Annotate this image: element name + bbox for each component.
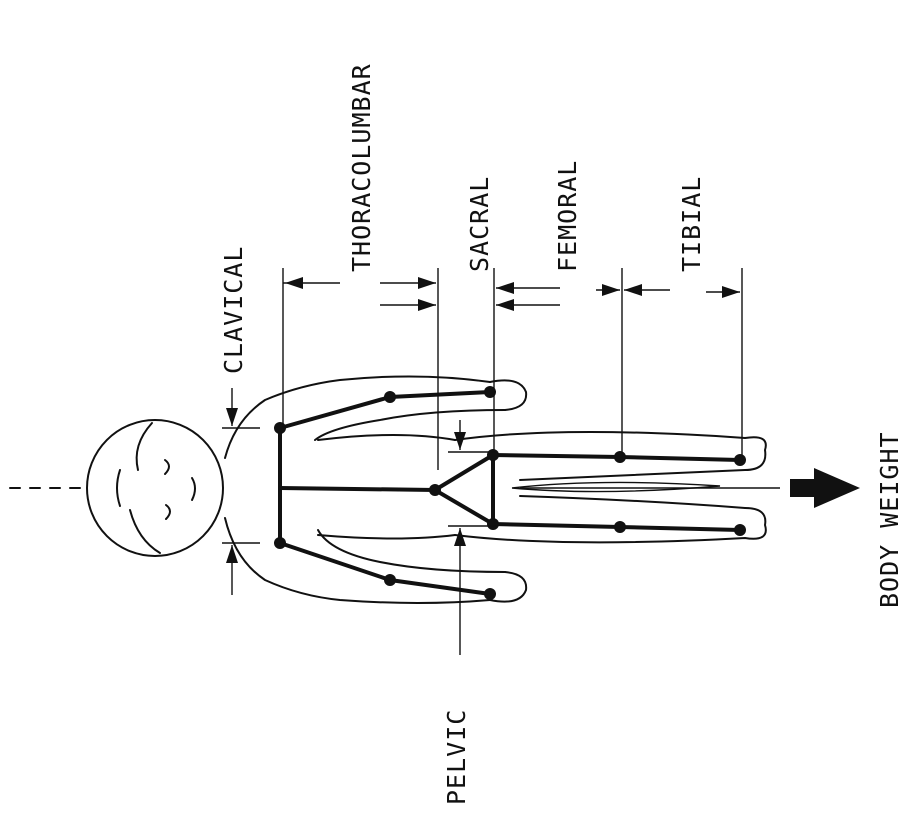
skeleton-links xyxy=(280,392,740,594)
joints xyxy=(274,386,746,600)
forearm-link-top xyxy=(390,392,490,397)
torso-top xyxy=(318,435,455,440)
inner-leg-gap xyxy=(512,482,720,491)
hand-top xyxy=(490,380,526,410)
joint-ankle-bottom xyxy=(734,524,746,536)
torso-bottom xyxy=(318,535,455,539)
joint-elbow-bottom xyxy=(384,574,396,586)
label-sacral: SACRAL xyxy=(465,176,494,272)
humerus-link-top xyxy=(280,397,390,428)
tibial-link-top xyxy=(620,457,740,460)
arrow-clavical-top xyxy=(226,408,238,426)
arrow-thoracolumbar-left xyxy=(285,277,303,289)
joint-elbow-top xyxy=(384,391,396,403)
arrow-sacral-right xyxy=(496,299,514,311)
leg-top-outer xyxy=(455,432,766,470)
joint-wrist-bottom xyxy=(484,588,496,600)
label-body-weight: BODY WEIGHT xyxy=(875,431,904,608)
hand-bottom xyxy=(490,572,526,602)
arrow-tibial-right xyxy=(722,286,740,298)
joint-ankle-top xyxy=(734,454,746,466)
femoral-link-top xyxy=(493,455,620,457)
eye-upper xyxy=(165,460,169,474)
arrow-femoral-right xyxy=(602,284,620,296)
leg-top-inner xyxy=(520,470,745,480)
body-weight-arrow-shaft xyxy=(790,479,814,497)
femoral-link-bottom xyxy=(493,524,620,527)
hair-line-top xyxy=(137,423,152,470)
upper-arm-outline-top xyxy=(225,376,490,458)
eye-lower xyxy=(166,505,170,519)
child-head xyxy=(87,420,223,556)
joint-shoulder-top xyxy=(274,422,286,434)
sacral-link-top xyxy=(435,455,493,490)
thoracolumbar-link xyxy=(280,488,435,490)
body-weight-arrow-head xyxy=(814,468,860,508)
arrow-sacral-left xyxy=(418,299,436,311)
joint-hip-top xyxy=(487,449,499,461)
label-clavical: CLAVICAL xyxy=(219,246,248,374)
tibial-link-bottom xyxy=(620,527,740,530)
joint-hip-bottom xyxy=(487,518,499,530)
forearm-link-bottom xyxy=(390,580,490,594)
arrow-tibial-left xyxy=(624,284,642,296)
hair-line-bottom xyxy=(130,510,160,553)
mouth xyxy=(192,478,195,500)
head-outline xyxy=(87,420,223,556)
body-weight-arrow xyxy=(520,468,860,508)
joint-knee-bottom xyxy=(614,521,626,533)
sacral-link-bottom xyxy=(435,490,493,524)
arrow-thoracolumbar-right xyxy=(418,277,436,289)
brow xyxy=(117,470,120,506)
arrow-pelvic-top xyxy=(454,432,466,450)
label-femoral: FEMORAL xyxy=(553,160,582,272)
label-tibial: TIBIAL xyxy=(677,176,706,272)
label-thoracolumbar: THORACOLUMBAR xyxy=(347,63,376,272)
joint-knee-top xyxy=(614,451,626,463)
label-pelvic: PELVIC xyxy=(442,709,471,805)
arrow-femoral-left xyxy=(496,282,514,294)
joint-lumbar xyxy=(429,484,441,496)
joint-shoulder-bottom xyxy=(274,537,286,549)
leg-bottom-inner xyxy=(520,496,745,508)
